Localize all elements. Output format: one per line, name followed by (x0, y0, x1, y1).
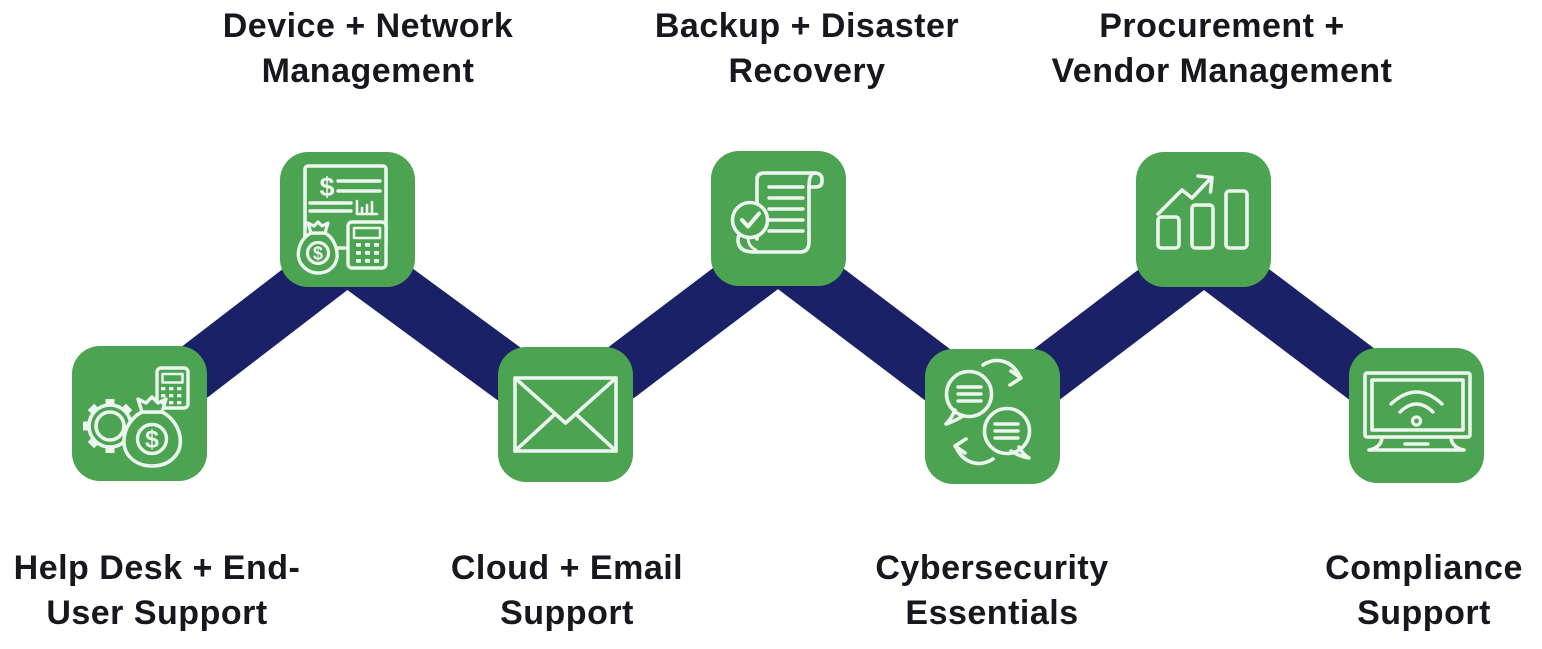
envelope-icon (498, 347, 633, 482)
svg-text:$: $ (145, 426, 159, 454)
growth-bar-chart-glyph (1156, 174, 1249, 250)
label-line: Vendor Management (1051, 52, 1393, 90)
label-line: Support (500, 594, 634, 632)
node-label-cybersecurity: Cybersecurity Essentials (792, 546, 1192, 636)
label-line: Procurement + (1099, 7, 1345, 45)
label-line: Management (261, 52, 475, 90)
growth-bar-chart-icon (1136, 152, 1271, 287)
node-label-backup-dr: Backup + Disaster Recovery (582, 4, 1032, 94)
label-line: Essentials (905, 594, 1079, 632)
monitor-wifi-glyph (1363, 371, 1472, 452)
label-line: Backup + Disaster (654, 7, 960, 45)
billing-statement-glyph: $ $ (296, 164, 388, 275)
checklist-scroll-icon (711, 151, 846, 286)
chat-exchange-icon (925, 349, 1060, 484)
node-label-help-desk: Help Desk + End- User Support (0, 546, 357, 636)
label-line: Compliance (1325, 549, 1523, 587)
label-line: Recovery (728, 52, 886, 90)
help-desk-icon: $ (72, 346, 207, 481)
label-line: Device + Network (222, 7, 514, 45)
svg-text:$: $ (313, 244, 323, 264)
node-label-compliance: Compliance Support (1224, 546, 1542, 636)
node-label-cloud-email: Cloud + Email Support (367, 546, 767, 636)
label-line: Cybersecurity (875, 549, 1109, 587)
gear-moneybag-calculator-glyph: $ (83, 366, 190, 468)
chat-exchange-glyph (944, 358, 1032, 466)
node-label-device-network: Device + Network Management (143, 4, 593, 94)
label-line: Cloud + Email (450, 549, 684, 587)
envelope-glyph (513, 376, 618, 453)
label-line: User Support (46, 594, 268, 632)
node-label-procurement-vendor: Procurement + Vendor Management (997, 4, 1447, 94)
monitor-wifi-icon (1349, 348, 1484, 483)
svg-text:$: $ (319, 172, 334, 202)
billing-statement-icon: $ $ (280, 152, 415, 287)
label-line: Support (1357, 594, 1491, 632)
label-line: Help Desk + End- (13, 549, 301, 587)
checklist-scroll-glyph (730, 171, 824, 254)
